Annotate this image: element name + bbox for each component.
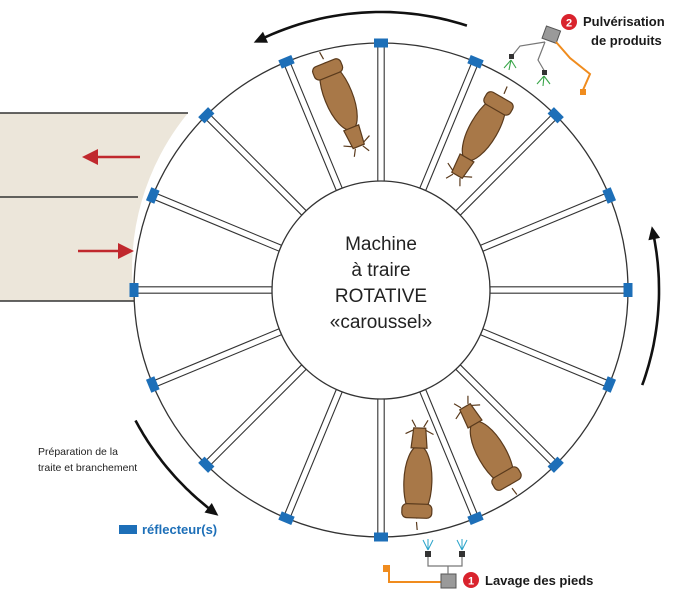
reflectors (129, 38, 633, 542)
footwash-spray (422, 539, 468, 551)
reflector-marker (602, 376, 617, 393)
reflector-marker (129, 283, 139, 297)
stall-dividers (133, 42, 629, 538)
preparation-line-1: Préparation de la (38, 446, 118, 458)
spray-mist (503, 59, 551, 87)
center-title-line-4: «caroussel» (330, 312, 432, 333)
spray-pipe-end (580, 89, 586, 95)
stall-divider (133, 286, 273, 294)
center-title-line-3: ROTATIVE (335, 286, 427, 307)
reflector-marker (145, 187, 160, 204)
spray-badge-number: 2 (566, 18, 572, 30)
platform-hub (271, 180, 491, 400)
center-title-line-1: Machine (345, 234, 417, 255)
footwash-pump (440, 573, 457, 589)
spray-pump (541, 25, 562, 44)
rotation-arrow-shaft (258, 10, 468, 42)
reflector-marker (602, 187, 617, 204)
footwash-pipe (388, 571, 447, 583)
legend-label: réflecteur(s) (142, 522, 217, 537)
lane-area (0, 113, 188, 301)
spray-equipment: 2 Pulvérisation de produits (503, 14, 665, 95)
reflector-marker (198, 107, 215, 124)
rotation-arrow-shaft (640, 231, 661, 386)
center-title-line-2: à traire (351, 260, 410, 281)
spray-pipe (555, 41, 592, 91)
reflector-marker (467, 54, 484, 69)
preparation-annotation: Préparation de la traite et branchement (38, 446, 137, 474)
curved-arrow-icon (253, 31, 268, 43)
spray-nozzle (509, 54, 514, 59)
reflector-marker (198, 456, 215, 473)
stall-divider (489, 286, 629, 294)
rotation-arrow-bottom-left (134, 419, 219, 516)
footwash-distribution (427, 556, 463, 574)
red-arrow-left-icon (82, 149, 98, 165)
rotation-arrow-right (640, 226, 661, 386)
spray-label-line-1: Pulvérisation (583, 14, 665, 29)
legend: réflecteur(s) (119, 522, 217, 537)
reflector-marker (278, 511, 295, 526)
rotation-arrows (134, 10, 661, 516)
spray-badge (561, 14, 577, 30)
footwash-nozzle (459, 551, 465, 557)
curved-arrow-icon (648, 226, 661, 241)
stall-divider (377, 398, 385, 538)
footwash-nozzle (425, 551, 431, 557)
reflector-marker (623, 283, 633, 297)
reflector-marker (278, 54, 295, 69)
center-title: Machine à traire ROTATIVE «caroussel» (330, 234, 432, 333)
red-arrow-right-icon (118, 243, 134, 259)
rotation-arrow-shaft (134, 419, 215, 514)
footwash-nozzle-end (383, 565, 390, 572)
reflector-legend-icon (119, 525, 137, 534)
footwash-badge-number: 1 (468, 576, 474, 588)
exit-arrow (82, 149, 140, 165)
footwash-label: Lavage des pieds (485, 573, 593, 588)
entry-arrow (78, 243, 134, 259)
footwash-equipment: 1 Lavage des pieds (383, 539, 593, 589)
stall-divider (377, 42, 385, 182)
cow-lanes (0, 112, 188, 302)
rotation-arrow-top (253, 10, 468, 43)
footwash-badge (463, 572, 479, 588)
preparation-line-2: traite et branchement (38, 462, 137, 474)
reflector-marker (145, 376, 160, 393)
reflector-marker (547, 107, 564, 124)
reflector-marker (547, 456, 564, 473)
reflector-marker (467, 511, 484, 526)
spray-nozzle (542, 70, 547, 75)
spray-label-line-2: de produits (591, 33, 662, 48)
reflector-marker (374, 38, 388, 48)
spray-distribution (511, 41, 546, 73)
reflector-marker (374, 532, 388, 542)
curved-arrow-icon (204, 503, 219, 516)
